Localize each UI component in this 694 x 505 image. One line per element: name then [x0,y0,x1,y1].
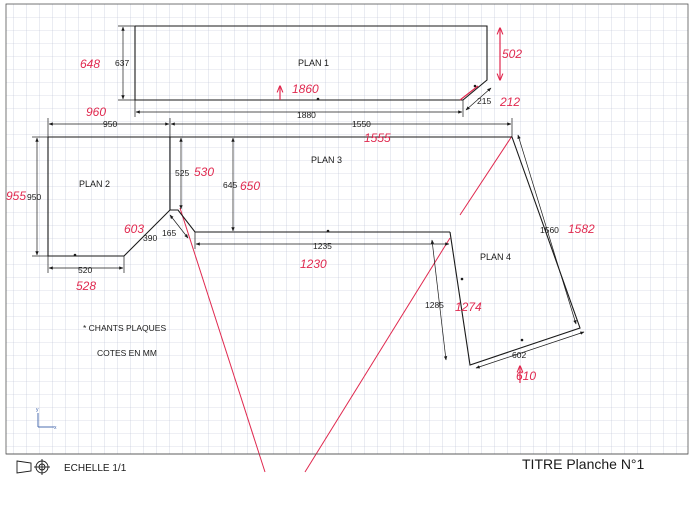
hand-212: 212 [499,95,520,109]
edge-marks [73,84,524,342]
dim-602: 602 [512,350,526,360]
note-cotes: COTES EN MM [97,348,157,358]
handwritten-arrows [280,28,520,383]
hand-528: 528 [76,279,96,293]
dim-390: 390 [143,233,157,243]
plan1-label: PLAN 1 [298,58,329,68]
hand-650: 650 [240,179,260,193]
plan2-label: PLAN 2 [79,179,110,189]
dim-165: 165 [162,228,176,238]
dim-1285: 1285 [425,300,444,310]
plan4-label: PLAN 4 [480,252,511,262]
note-chants: * CHANTS PLAQUES [83,323,166,333]
hand-610: 610 [516,369,536,383]
dim-950-top: 950 [103,119,117,129]
printed-dimensions: 637 1880 215 950 1550 950 520 390 165 52… [27,58,559,360]
hand-1555: 1555 [364,131,391,145]
sheet-title: TITRE Planche N°1 [522,456,645,472]
hand-502: 502 [502,47,522,61]
title-block: ECHELLE 1/1 TITRE Planche N°1 [6,453,688,475]
plan-labels: PLAN 1 PLAN 2 PLAN 3 PLAN 4 [79,58,511,262]
dim-1560: 1560 [540,225,559,235]
dim-950-left: 950 [27,192,41,202]
dim-1550: 1550 [352,119,371,129]
dim-525: 525 [175,168,189,178]
hand-1582: 1582 [568,222,595,236]
axes-icon: y x [36,407,57,431]
drawing-notes: * CHANTS PLAQUES COTES EN MM [83,323,166,358]
plan3-label: PLAN 3 [311,155,342,165]
hand-648: 648 [80,57,100,71]
dimension-lines [32,25,585,369]
dim-637: 637 [115,58,129,68]
dim-645: 645 [223,180,237,190]
hand-1274: 1274 [455,300,482,314]
red-construction-lines [179,135,513,473]
hand-1860: 1860 [292,82,319,96]
dim-520: 520 [78,265,92,275]
hand-530: 530 [194,165,214,179]
projection-symbol-icon [16,459,50,475]
scale-label: ECHELLE 1/1 [64,463,127,474]
hand-1230: 1230 [300,257,327,271]
svg-text:x: x [54,425,57,431]
hand-603: 603 [124,222,144,236]
svg-text:y: y [36,407,39,413]
dim-1880: 1880 [297,110,316,120]
handwritten-dimensions: 648 502 1860 212 960 1555 955 530 650 60… [6,47,595,383]
dim-1235: 1235 [313,241,332,251]
hand-955: 955 [6,189,26,203]
dim-215: 215 [477,96,491,106]
hand-960: 960 [86,105,106,119]
